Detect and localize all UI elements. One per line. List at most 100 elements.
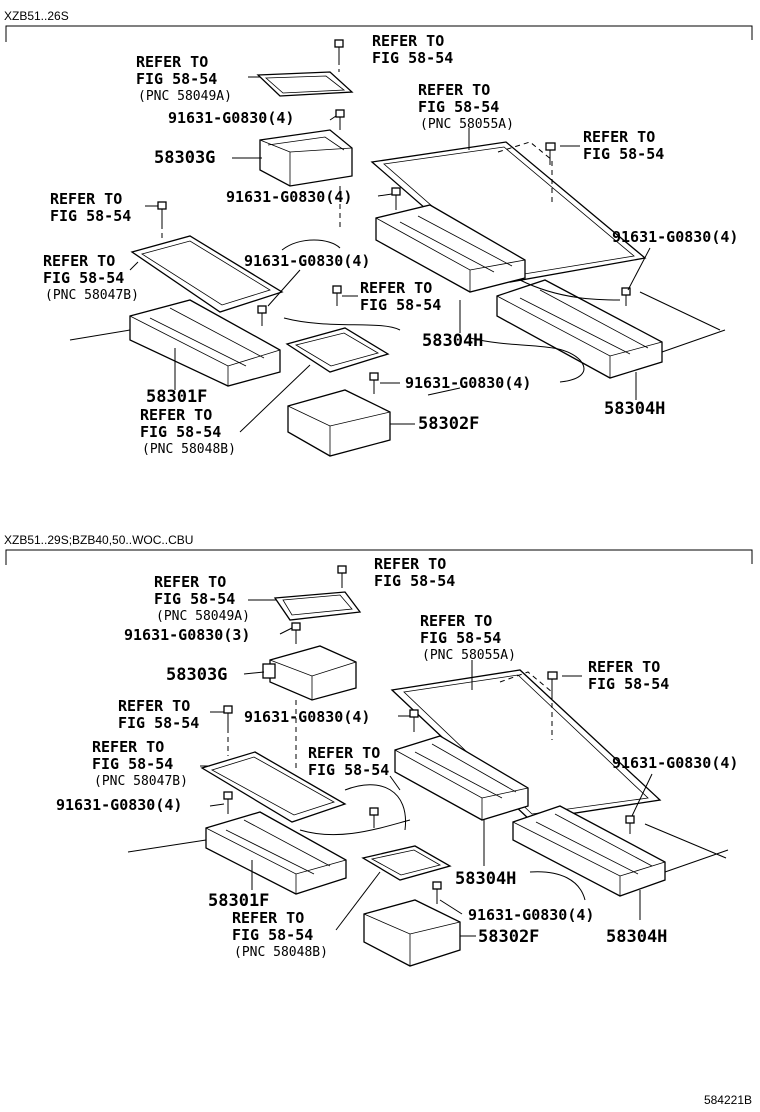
- tray-58304h-upper: [375, 204, 526, 293]
- label-58302f: 58302F: [418, 414, 479, 434]
- svg-text:FIG 58-54: FIG 58-54: [418, 98, 499, 116]
- svg-text:(PNC 58048B): (PNC 58048B): [234, 945, 328, 960]
- figure-id: 584221B: [704, 1093, 752, 1107]
- label-refer-bolt-mid: REFER TO FIG 58-54: [308, 744, 389, 779]
- label-bolt-c: 91631-G0830(4): [612, 754, 738, 772]
- box-58302f: [287, 389, 391, 457]
- label-refer-58048b: REFER TO FIG 58-54 (PNC 58048B): [140, 406, 236, 457]
- bolt-icon: [625, 815, 635, 834]
- label-58304h-upper: 58304H: [455, 869, 516, 889]
- svg-text:FIG 58-54: FIG 58-54: [308, 761, 389, 779]
- svg-text:FIG 58-54: FIG 58-54: [43, 269, 124, 287]
- bolt-icon: [432, 881, 442, 904]
- svg-text:FIG 58-54: FIG 58-54: [420, 629, 501, 647]
- bolt-icon: [157, 201, 167, 224]
- label-bolt-c: 91631-G0830(4): [612, 228, 738, 246]
- label-refer-58047b: REFER TO FIG 58-54 (PNC 58047B): [92, 738, 188, 789]
- label-refer-58049a: REFER TO FIG 58-54 (PNC 58049A): [154, 573, 250, 624]
- label-refer-58049a: REFER TO FIG 58-54 (PNC 58049A): [136, 53, 232, 104]
- label-58304h-lower: 58304H: [606, 927, 667, 947]
- label-refer-58055a: REFER TO FIG 58-54 (PNC 58055A): [420, 612, 516, 663]
- svg-text:REFER TO: REFER TO: [418, 81, 490, 99]
- bolt-icon: [369, 807, 379, 828]
- bolt-icon: [291, 622, 301, 644]
- bolt-icon: [621, 287, 631, 306]
- label-bolt-b: 91631-G0830(4): [226, 188, 352, 206]
- svg-text:(PNC 58047B): (PNC 58047B): [45, 288, 139, 303]
- label-bolt-a: 91631-G0830(4): [168, 109, 294, 127]
- gasket-58047b: [130, 235, 284, 313]
- gasket-58047b: [200, 751, 347, 823]
- label-refer-bolt-top: REFER TO FIG 58-54: [374, 555, 455, 590]
- section-1-bracket: [5, 25, 753, 42]
- svg-text:REFER TO: REFER TO: [372, 32, 444, 50]
- svg-text:REFER TO: REFER TO: [374, 555, 446, 573]
- svg-text:(PNC 58055A): (PNC 58055A): [422, 648, 516, 663]
- svg-text:REFER TO: REFER TO: [118, 697, 190, 715]
- svg-text:(PNC 58048B): (PNC 58048B): [142, 442, 236, 457]
- label-bolt-b: 91631-G0830(4): [244, 708, 370, 726]
- label-58303g: 58303G: [154, 148, 215, 168]
- bolt-icon: [545, 142, 556, 165]
- label-refer-bolt-mid: REFER TO FIG 58-54: [360, 279, 441, 314]
- label-refer-bolt-right: REFER TO FIG 58-54: [583, 128, 664, 163]
- svg-text:REFER TO: REFER TO: [588, 658, 660, 676]
- svg-text:REFER TO: REFER TO: [50, 190, 122, 208]
- box-58303g: [259, 129, 353, 187]
- label-bolt-a: 91631-G0830(3): [124, 626, 250, 644]
- svg-text:REFER TO: REFER TO: [43, 252, 115, 270]
- svg-text:FIG 58-54: FIG 58-54: [136, 70, 217, 88]
- svg-text:FIG 58-54: FIG 58-54: [118, 714, 199, 732]
- box-58303g: [262, 645, 357, 701]
- svg-text:REFER TO: REFER TO: [92, 738, 164, 756]
- bolt-icon: [334, 39, 344, 60]
- bolt-icon: [223, 791, 233, 814]
- tray-58301f: [205, 811, 347, 895]
- bolt-icon: [409, 709, 419, 732]
- svg-text:FIG 58-54: FIG 58-54: [92, 755, 173, 773]
- gasket-58048b: [285, 327, 390, 373]
- bolt-icon: [257, 305, 267, 326]
- svg-text:FIG 58-54: FIG 58-54: [360, 296, 441, 314]
- svg-text:REFER TO: REFER TO: [308, 744, 380, 762]
- svg-text:REFER TO: REFER TO: [232, 909, 304, 927]
- label-refer-bolt-right: REFER TO FIG 58-54: [588, 658, 669, 693]
- bolt-icon: [335, 109, 345, 130]
- label-bolt-e: 91631-G0830(4): [468, 906, 594, 924]
- svg-text:(PNC 58049A): (PNC 58049A): [156, 609, 250, 624]
- svg-text:FIG 58-54: FIG 58-54: [140, 423, 221, 441]
- svg-text:FIG 58-54: FIG 58-54: [232, 926, 313, 944]
- section-2-variant: XZB51..29S;BZB40,50..WOC..CBU: [4, 533, 193, 547]
- label-refer-58055a: REFER TO FIG 58-54 (PNC 58055A): [418, 81, 514, 132]
- svg-text:(PNC 58055A): (PNC 58055A): [420, 117, 514, 132]
- tray-58304h-lower: [496, 279, 663, 379]
- label-refer-bolt-left: REFER TO FIG 58-54: [118, 697, 199, 732]
- label-refer-58047b: REFER TO FIG 58-54 (PNC 58047B): [43, 252, 139, 303]
- svg-text:FIG 58-54: FIG 58-54: [588, 675, 669, 693]
- svg-text:REFER TO: REFER TO: [583, 128, 655, 146]
- svg-text:REFER TO: REFER TO: [136, 53, 208, 71]
- label-58304h-lower: 58304H: [604, 399, 665, 419]
- svg-text:REFER TO: REFER TO: [140, 406, 212, 424]
- svg-text:FIG 58-54: FIG 58-54: [372, 49, 453, 67]
- bolt-icon: [332, 285, 342, 306]
- label-bolt-d: 91631-G0830(4): [244, 252, 370, 270]
- svg-text:(PNC 58049A): (PNC 58049A): [138, 89, 232, 104]
- svg-text:FIG 58-54: FIG 58-54: [583, 145, 664, 163]
- gasket-58049a: [256, 71, 354, 97]
- svg-text:REFER TO: REFER TO: [360, 279, 432, 297]
- tray-58304h-lower: [512, 805, 666, 897]
- label-58304h-upper: 58304H: [422, 331, 483, 351]
- gasket-58048b: [361, 845, 452, 881]
- bolt-icon: [223, 705, 233, 728]
- svg-text:FIG 58-54: FIG 58-54: [154, 590, 235, 608]
- label-bolt-e: 91631-G0830(4): [405, 374, 531, 392]
- label-58303g: 58303G: [166, 665, 227, 685]
- section-1: XZB51..26S: [4, 9, 753, 457]
- section-1-variant: XZB51..26S: [4, 9, 69, 23]
- bolt-icon: [369, 372, 379, 394]
- svg-text:FIG 58-54: FIG 58-54: [374, 572, 455, 590]
- tray-58304h-upper: [394, 735, 529, 821]
